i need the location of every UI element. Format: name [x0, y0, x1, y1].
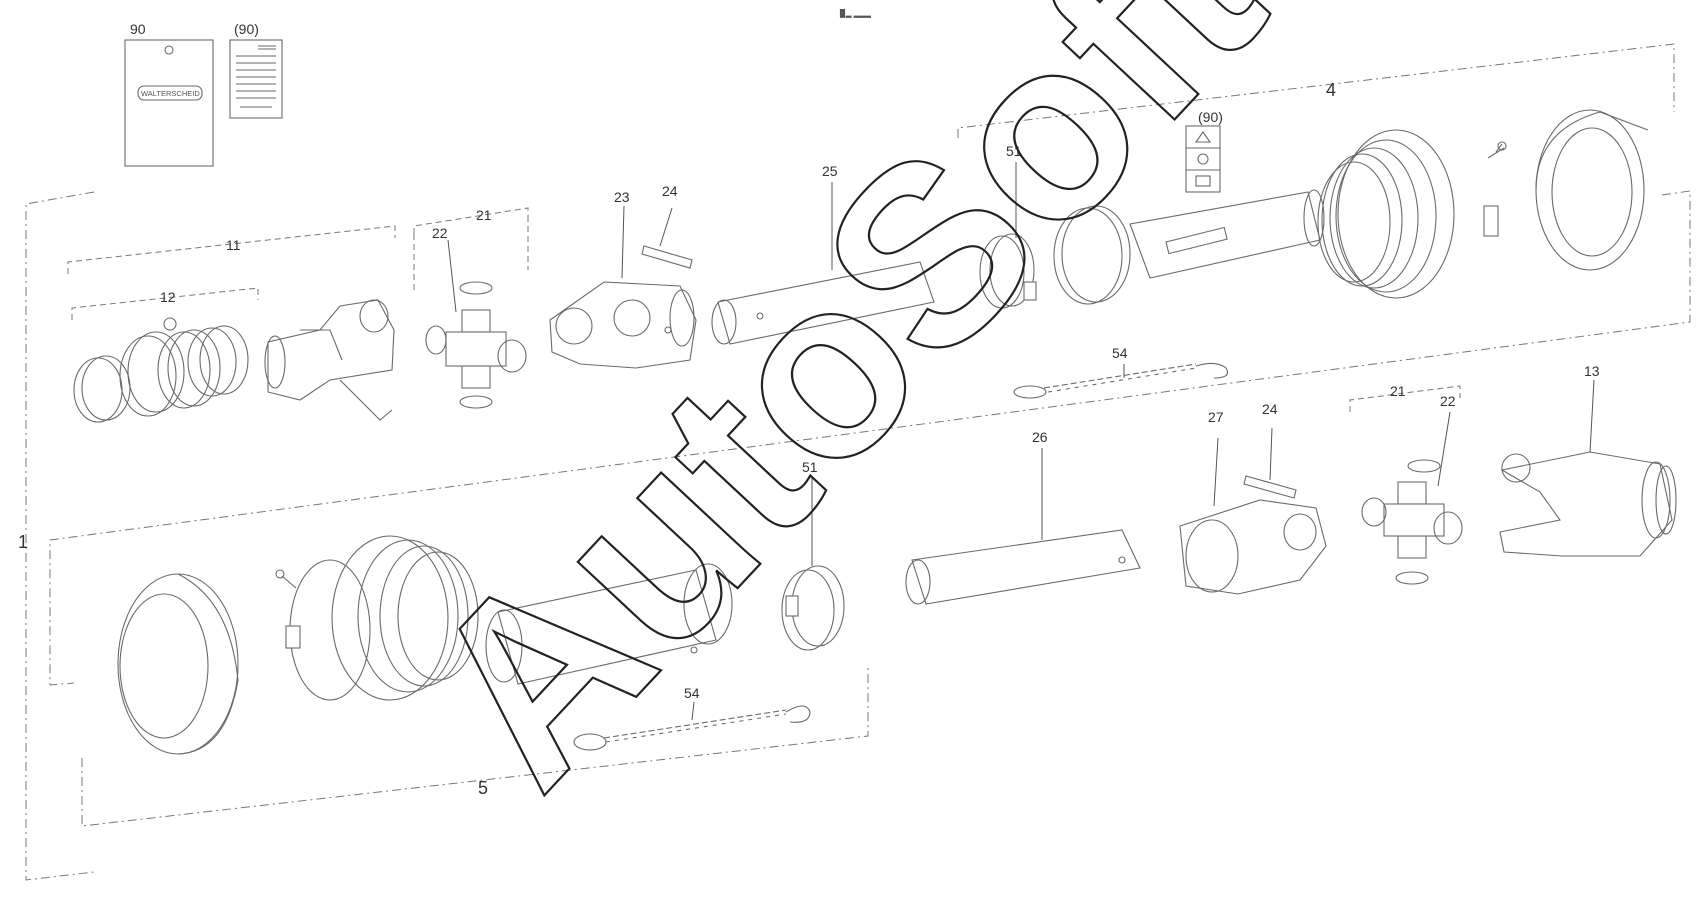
part-cone-lower: [117, 573, 239, 755]
part-51-ring-lower: [781, 565, 845, 651]
watermark: AutoSoft: [372, 0, 1314, 838]
part-25-tube: [711, 261, 935, 345]
part-51-ring-upper: [979, 233, 1037, 309]
part-bellows-lower: [275, 535, 479, 701]
callout-27: 27: [1208, 409, 1224, 425]
header-mark: ▉▂ ▂▂▂: [839, 8, 872, 18]
part-23-yoke: [549, 281, 697, 369]
callout-22-upper: 22: [432, 225, 448, 241]
callout-90-sheet: (90): [234, 21, 259, 37]
brand-label: WALTERSCHEID: [141, 89, 200, 98]
callout-21-lower: 21: [1390, 383, 1406, 399]
part-54-chain-lower: [573, 705, 811, 751]
group-brackets: [25, 43, 1691, 881]
callout-12: 12: [160, 289, 176, 305]
callout-labels: 90 (90) (90) 1 4 5 11 12 13 21 21 22 22 …: [18, 21, 1600, 798]
part-4-outer-tube: [1053, 189, 1325, 305]
part-24-pin-upper: [641, 245, 693, 269]
part-24-pin-lower: [1243, 475, 1297, 499]
callout-5: 5: [478, 778, 488, 798]
manual-bag: WALTERSCHEID: [124, 39, 214, 167]
callout-11: 11: [226, 237, 241, 253]
part-54-chain-upper: [1013, 362, 1229, 399]
part-22-cross-lower: [1361, 459, 1463, 585]
callout-13: 13: [1584, 363, 1600, 379]
part-cone-upper: [1535, 109, 1649, 271]
warning-decal: [1185, 125, 1221, 193]
callout-22-lower: 22: [1440, 393, 1456, 409]
callout-51-lower: 51: [802, 459, 818, 475]
part-27-yoke: [1179, 499, 1327, 595]
callout-24-upper: 24: [662, 183, 678, 199]
part-bellows-upper: [1317, 129, 1507, 299]
callout-1: 1: [18, 532, 28, 552]
leader-lines: [447, 162, 1595, 721]
warning-sheet: [229, 39, 283, 119]
part-22-cross-upper: [425, 281, 527, 409]
callout-24-lower: 24: [1262, 401, 1278, 417]
callout-90-decal: (90): [1198, 109, 1223, 125]
part-26-tube: [905, 529, 1141, 605]
callout-26: 26: [1032, 429, 1048, 445]
callout-90: 90: [130, 21, 146, 37]
part-13-yoke: [1499, 451, 1677, 557]
callout-51-upper: 51: [1006, 143, 1022, 159]
callout-54-upper: 54: [1112, 345, 1128, 361]
callout-23: 23: [614, 189, 630, 205]
part-5-outer-tube-lower: [485, 563, 733, 685]
part-11-yoke: [264, 299, 395, 421]
callout-4: 4: [1326, 80, 1336, 100]
callout-54-lower: 54: [684, 685, 700, 701]
part-12-rings: [73, 317, 249, 423]
callout-21-upper: 21: [476, 207, 492, 223]
callout-25: 25: [822, 163, 838, 179]
